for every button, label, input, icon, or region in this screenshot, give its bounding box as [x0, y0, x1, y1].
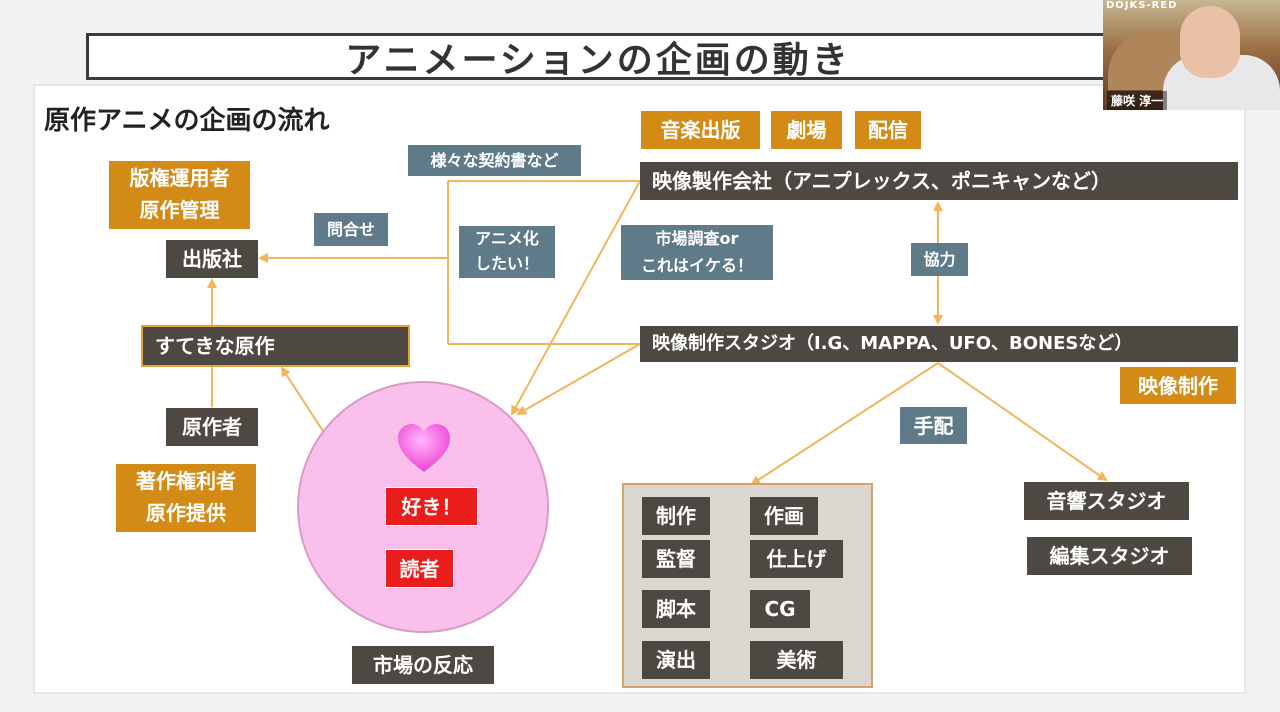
contracts-label: 様々な契約書など — [408, 145, 581, 176]
market-research-line-1: 市場調査or — [655, 229, 739, 249]
theater-box: 劇場 — [771, 111, 842, 149]
copyright-line-2: 原作提供 — [146, 501, 226, 525]
arrow-studio-to-circle — [516, 343, 641, 415]
arrow-studio-to-sound — [937, 362, 1108, 482]
like-box: 好き！ — [385, 487, 478, 526]
video-studio-box: 映像制作スタジオ（I.G、MAPPA、UFO、BONESなど） — [640, 326, 1238, 362]
webcam-overlay: DOJKS-RED 藤咲 淳一 — [1103, 0, 1280, 110]
author-box: 原作者 — [166, 408, 258, 446]
staff-animation: 作画 — [750, 497, 818, 535]
want-anime-line-1: アニメ化 — [475, 229, 539, 249]
market-research-line-2: これはイケる！ — [640, 255, 753, 275]
rights-manager-line-2: 原作管理 — [139, 198, 220, 222]
staff-director: 監督 — [642, 540, 710, 578]
page-title: アニメーションの企画の動き — [86, 33, 1110, 81]
video-producer-box: 映像製作会社（アニプレックス、ポニキャンなど） — [640, 162, 1238, 200]
want-anime-label: アニメ化 したい！ — [459, 226, 555, 278]
webcam-name: 藤咲 淳一 — [1107, 91, 1168, 110]
arrow-producer-to-circle — [511, 180, 641, 416]
slide-subtitle: 原作アニメの企画の流れ — [44, 106, 330, 136]
rights-manager-box: 版権運用者 原作管理 — [109, 161, 250, 229]
arrow-studio-to-staff — [750, 362, 939, 486]
streaming-box: 配信 — [855, 111, 921, 149]
staff-cg: CG — [750, 590, 810, 628]
webcam-tag: DOJKS-RED — [1106, 0, 1178, 11]
sound-studio-box: 音響スタジオ — [1024, 482, 1189, 520]
staff-production: 制作 — [642, 497, 710, 535]
copyright-line-1: 著作権利者 — [136, 469, 236, 493]
staff-script: 脚本 — [642, 590, 710, 628]
market-research-label: 市場調査or これはイケる！ — [621, 225, 773, 280]
market-response-box: 市場の反応 — [352, 646, 494, 684]
inquiry-label: 問合せ — [314, 213, 388, 246]
arrangement-label: 手配 — [900, 407, 967, 444]
rights-manager-line-1: 版権運用者 — [129, 166, 230, 190]
staff-finishing: 仕上げ — [750, 540, 843, 578]
reader-box: 読者 — [385, 549, 454, 588]
want-anime-line-2: したい！ — [474, 254, 539, 274]
staff-art: 美術 — [750, 641, 843, 679]
video-production-box: 映像制作 — [1120, 367, 1236, 404]
music-publishing-box: 音楽出版 — [641, 111, 760, 149]
copyright-holder-box: 著作権利者 原作提供 — [116, 464, 256, 532]
staff-direction: 演出 — [642, 641, 710, 679]
heart-icon — [398, 424, 450, 472]
great-original-box: すてきな原作 — [141, 325, 410, 367]
cooperation-label: 協力 — [911, 243, 968, 276]
page-title-text: アニメーションの企画の動き — [345, 39, 851, 81]
publisher-box: 出版社 — [166, 240, 258, 278]
edit-studio-box: 編集スタジオ — [1027, 537, 1192, 575]
webcam-person-head — [1180, 6, 1240, 78]
